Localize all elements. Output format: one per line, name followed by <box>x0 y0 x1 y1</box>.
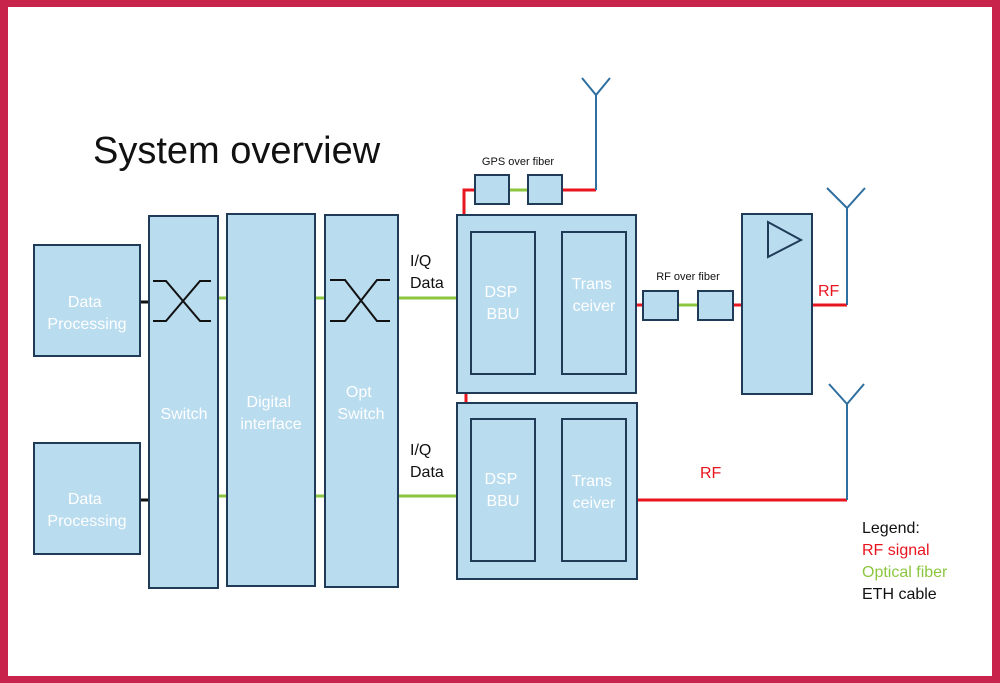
transceiver-label-1: Trans ceiver <box>572 276 617 315</box>
data-processing-box-2 <box>33 442 141 555</box>
slide: System overview Data Processing Data Pro… <box>8 7 992 676</box>
antenna-icon-top <box>826 187 866 305</box>
data-processing-box-1 <box>33 244 141 357</box>
gps-fiber-converter-2 <box>527 174 563 205</box>
legend-item-optical-fiber: Optical fiber <box>862 564 948 581</box>
dsp-bbu-label-2: DSP BBU <box>484 471 521 510</box>
digital-interface-box <box>226 213 316 587</box>
system-diagram: System overview Data Processing Data Pro… <box>33 77 948 603</box>
gps-fiber-converter-1 <box>474 174 510 205</box>
switch-crossover-icon <box>153 280 211 322</box>
iq-data-label-1: I/Q Data <box>410 253 444 292</box>
iq-data-label-2: I/Q Data <box>410 442 444 481</box>
opt-switch-label: Opt Switch <box>337 384 384 423</box>
dsp-bbu-label-1: DSP BBU <box>484 284 521 323</box>
dsp-bbu-box-1 <box>470 231 536 375</box>
opt-switch-crossover-icon <box>330 279 390 322</box>
switch-label: Switch <box>160 406 207 423</box>
transceiver-box-2 <box>561 418 627 562</box>
transceiver-box-1 <box>561 231 627 375</box>
rf-fiber-converter-1 <box>642 290 679 321</box>
legend: Legend: RF signal Optical fiber ETH cabl… <box>862 520 948 603</box>
opt-switch-box <box>324 214 399 588</box>
legend-item-eth-cable: ETH cable <box>862 586 937 603</box>
rf-fiber-converter-2 <box>697 290 734 321</box>
rf-label-2: RF <box>700 465 722 482</box>
antenna-icon-gps <box>581 77 611 190</box>
transceiver-label-2: Trans ceiver <box>572 473 617 512</box>
rf-over-fiber-label: RF over fiber <box>656 271 720 283</box>
digital-interface-label: Digital interface <box>240 394 301 433</box>
gps-over-fiber-label: GPS over fiber <box>482 156 554 168</box>
switch-box <box>148 215 219 589</box>
legend-title: Legend: <box>862 520 920 537</box>
amplifier-icon <box>767 220 804 259</box>
dsp-bbu-box-2 <box>470 418 536 562</box>
page-title: System overview <box>93 130 381 172</box>
antenna-icon-bottom <box>828 383 865 500</box>
data-processing-label-2: Data Processing <box>47 491 126 530</box>
rf-label-1: RF <box>818 283 840 300</box>
amplifier-box <box>741 213 813 395</box>
data-processing-label-1: Data Processing <box>47 294 126 333</box>
rf-signal-gps-in <box>462 188 475 215</box>
legend-item-rf-signal: RF signal <box>862 542 930 559</box>
